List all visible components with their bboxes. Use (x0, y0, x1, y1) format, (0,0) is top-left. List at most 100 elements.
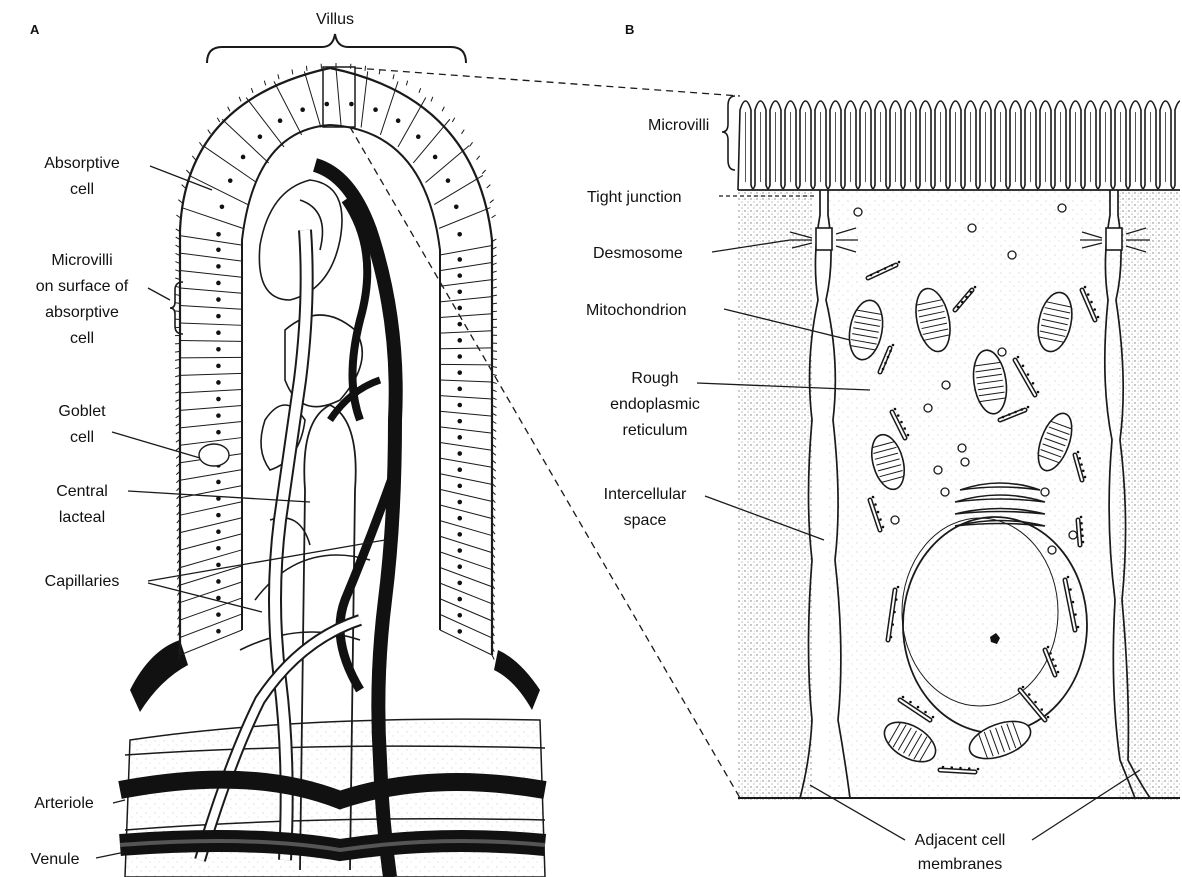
vesicle (998, 348, 1006, 356)
cell-nucleus (446, 178, 451, 183)
microvilli-outline (738, 101, 1182, 190)
cell-wall (425, 146, 469, 183)
cell-nucleus (216, 347, 221, 352)
label-desmosome: Desmosome (593, 245, 683, 262)
microvillus-tick (452, 118, 454, 122)
cell-nucleus (216, 297, 221, 302)
cell-nucleus (457, 516, 462, 521)
ribosome (898, 261, 901, 264)
ribosome (887, 356, 890, 359)
ribosome (1022, 364, 1025, 367)
ribosome (1047, 646, 1050, 649)
label-adjacent-membranes-1: Adjacent cell (915, 832, 1006, 849)
cell-nucleus (349, 102, 354, 107)
ribosome (907, 434, 910, 437)
cell-wall (180, 236, 242, 246)
cell-nucleus (457, 564, 462, 569)
cell-nucleus (216, 364, 221, 369)
cell-nucleus (457, 613, 462, 618)
label-rough-er-2: endoplasmic (610, 396, 700, 413)
vesicle (1008, 251, 1016, 259)
label-microvilli-surface-4: cell (70, 330, 94, 347)
microvillus-tick (406, 81, 407, 86)
ribosome (1032, 382, 1035, 385)
microvillus-tick (208, 130, 211, 134)
vesicle (1069, 531, 1077, 539)
cell-nucleus (216, 281, 221, 286)
cell-wall (440, 280, 492, 287)
cell-wall (203, 146, 257, 183)
ribosome (884, 362, 887, 365)
ribosome (932, 716, 935, 719)
ribosome (1069, 588, 1072, 591)
cell-nucleus (216, 579, 221, 584)
ribosome (1074, 613, 1077, 616)
cell-nucleus (216, 480, 221, 485)
cell-wall (180, 357, 242, 358)
microvillus-tick (192, 156, 195, 160)
cell-wall (440, 630, 492, 655)
microvillus-tick (278, 74, 279, 79)
cell-wall (440, 536, 492, 552)
cell-nucleus (324, 102, 329, 107)
ribosome (1047, 716, 1050, 719)
cell-nucleus (396, 118, 401, 123)
ribosome (870, 274, 873, 277)
cell-wall (440, 458, 492, 467)
cell-wall (440, 314, 492, 318)
cell-wall (180, 422, 242, 428)
cell-wall (440, 568, 492, 587)
cell-wall (440, 380, 492, 382)
ribosome (950, 766, 953, 769)
ribosome (969, 291, 972, 294)
cell-nucleus (457, 273, 462, 278)
cell-cytoplasm (828, 190, 1118, 800)
cell-wall (180, 373, 242, 375)
ribosome (1014, 411, 1017, 414)
label-rough-er-3: reticulum (623, 422, 688, 439)
label-absorptive-cell-1: Absorptive (44, 155, 120, 172)
cell-nucleus (457, 419, 462, 424)
panel-a-label: A (30, 22, 40, 37)
ribosome (1008, 413, 1011, 416)
ribosome (900, 421, 903, 424)
label-arteriole: Arteriole (34, 795, 94, 812)
ribosome (1078, 457, 1081, 460)
vesicle (961, 458, 969, 466)
label-goblet-cell-2: cell (70, 429, 94, 446)
ribosome (1040, 708, 1043, 711)
ribosome (1090, 301, 1093, 304)
cell-wall (440, 505, 492, 518)
microvillus-tick (251, 88, 253, 93)
label-intercellular-space-1: Intercellular (604, 486, 687, 503)
cell-wall (439, 208, 490, 229)
cell-nucleus (457, 597, 462, 602)
cell-wall (440, 583, 492, 604)
ribosome (1067, 576, 1070, 579)
cell-nucleus (216, 247, 221, 252)
cell-wall (440, 552, 492, 570)
ribosome (1077, 626, 1080, 629)
cell-nucleus (457, 403, 462, 408)
panel-b-label: B (625, 22, 634, 37)
label-microvilli-surface-2: on surface of (36, 278, 129, 295)
cell-nucleus (216, 430, 221, 435)
cell-nucleus (457, 451, 462, 456)
label-microvilli-surface-1: Microvilli (51, 252, 112, 269)
ribosome (1082, 541, 1085, 544)
microvilli-ticks (175, 63, 497, 660)
label-microvilli: Microvilli (648, 117, 709, 134)
ribosome (872, 496, 875, 499)
vesicle (891, 516, 899, 524)
cell-wall (180, 288, 242, 293)
microvillus-tick (492, 351, 497, 352)
ribosome (1037, 391, 1040, 394)
panel-a: A Villus (30, 11, 740, 877)
microvillus-tick (462, 130, 465, 134)
cell-nucleus (433, 155, 438, 160)
label-venule: Venule (31, 851, 80, 868)
ribosome (1077, 451, 1080, 454)
microvillus-tick (178, 200, 182, 203)
cell-wall (440, 245, 492, 255)
cell-nucleus (457, 370, 462, 375)
